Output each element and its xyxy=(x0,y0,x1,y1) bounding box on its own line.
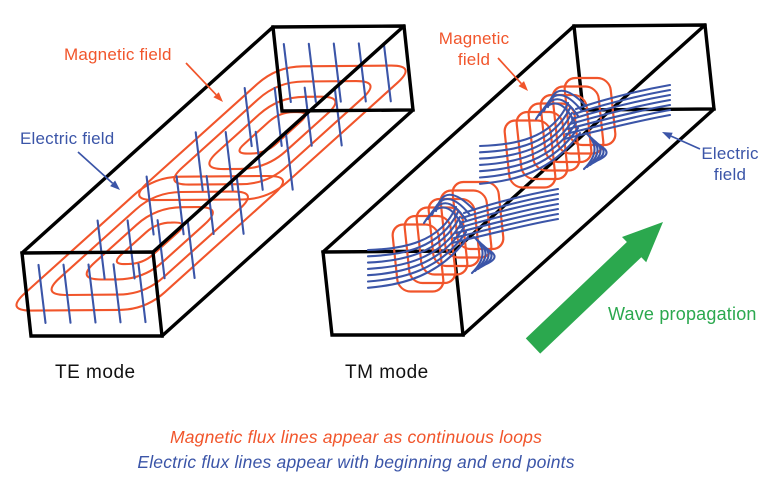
electric-field-label-left: Electric field xyxy=(20,129,115,148)
magnetic-field-label-left: Magnetic field xyxy=(64,45,172,64)
tm-waveguide-outline xyxy=(321,23,716,337)
magnetic-field-label-right: Magnetic field xyxy=(438,29,510,70)
te-waveguide-outline xyxy=(20,24,415,338)
wave-propagation-label: Wave propagation xyxy=(608,304,757,324)
magnetic-field-arrow-right xyxy=(497,57,528,91)
te-mode-label: TE mode xyxy=(55,362,136,383)
electric-field-arrow-right xyxy=(662,132,701,150)
tm-mode-label: TM mode xyxy=(345,362,429,383)
tm-electric-field-lines xyxy=(478,83,672,185)
electric-field-label-right: Electric field xyxy=(701,144,759,185)
magnetic-flux-caption: Magnetic flux lines appear as continuous… xyxy=(169,427,543,447)
electric-flux-caption: Electric flux lines appear with beginnin… xyxy=(137,452,575,472)
tm-electric-field-lines xyxy=(366,187,560,289)
electric-field-arrow-left xyxy=(77,151,120,190)
te-magnetic-loops xyxy=(15,64,407,312)
te-electric-field-lines xyxy=(37,42,392,324)
wave-propagation-arrow xyxy=(525,222,663,354)
magnetic-field-arrow-left xyxy=(185,62,223,102)
